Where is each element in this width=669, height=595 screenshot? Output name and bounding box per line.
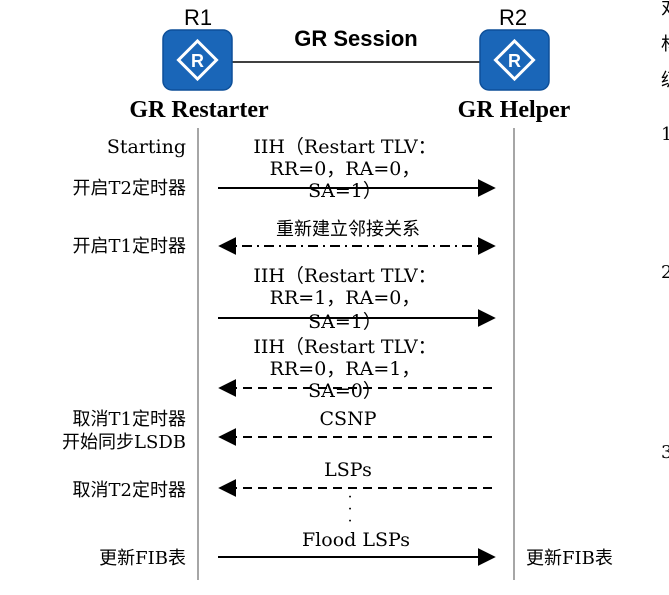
event-start-lsdb-sync: 开始同步LSDB [62, 432, 186, 453]
edge-fragment: 1 [661, 124, 669, 145]
event-starting: Starting [107, 136, 186, 158]
edge-fragment: 对 [661, 0, 669, 19]
svg-text:R: R [191, 51, 204, 71]
event-cancel-t2: 取消T2定时器 [73, 480, 186, 501]
event-start-t2: 开启T2定时器 [73, 178, 186, 199]
message-csnp-label: CSNP [320, 408, 377, 430]
message-iih-2: IIH（Restart TLV： RR=1，RA=0， SA=1） [218, 265, 496, 333]
event-cancel-t1: 取消T1定时器 [73, 409, 186, 430]
svg-text:R: R [508, 51, 521, 71]
edge-fragment: 级 [661, 70, 669, 91]
message-iih-2-line1: IIH（Restart TLV： [253, 265, 436, 287]
r2-router-icon: R [479, 29, 550, 91]
event-update-fib-restarter: 更新FIB表 [99, 548, 186, 569]
gr-session-label: GR Session [294, 26, 417, 51]
edge-fragment: 2 [661, 262, 669, 283]
message-iih-2-line3: SA=1） [308, 311, 382, 333]
message-iih-3-line3: SA=0） [308, 380, 382, 402]
message-flood-lsps-label: Flood LSPs [302, 529, 410, 551]
restarter-role-label: GR Restarter [129, 97, 269, 123]
r1-label: R1 [184, 5, 212, 30]
edge-fragment: 材 [661, 34, 669, 55]
event-update-fib-helper: 更新FIB表 [526, 548, 613, 569]
message-iih-1-line1: IIH（Restart TLV： [253, 136, 436, 158]
message-flood-lsps: Flood LSPs [218, 529, 496, 566]
message-iih-1-line3: SA=1） [308, 180, 382, 202]
message-lsps: LSPs [218, 459, 492, 497]
message-iih-1: IIH（Restart TLV： RR=0，RA=0， SA=1） [218, 136, 496, 202]
ellipsis-dot: · [347, 489, 352, 506]
message-iih-3-line2: RR=0，RA=1， [270, 358, 421, 380]
ellipsis-dot: · [347, 501, 352, 518]
message-iih-3: IIH（Restart TLV： RR=0，RA=1， SA=0） [218, 336, 492, 402]
r2-label: R2 [499, 5, 527, 30]
r1-router-icon: R [162, 29, 233, 91]
helper-role-label: GR Helper [458, 97, 571, 123]
edge-fragment: 3 [661, 442, 669, 463]
message-csnp: CSNP [218, 408, 492, 446]
message-iih-3-line1: IIH（Restart TLV： [253, 336, 436, 358]
message-iih-2-line2: RR=1，RA=0， [270, 287, 421, 309]
message-reestablish-adjacency: 重新建立邻接关系 [218, 219, 496, 255]
message-reestablish-adjacency-label: 重新建立邻接关系 [276, 219, 420, 240]
message-lsps-label: LSPs [324, 459, 372, 481]
message-iih-1-line2: RR=0，RA=0， [270, 158, 421, 180]
ellipsis-dot: · [347, 513, 352, 530]
event-start-t1: 开启T1定时器 [73, 236, 186, 257]
